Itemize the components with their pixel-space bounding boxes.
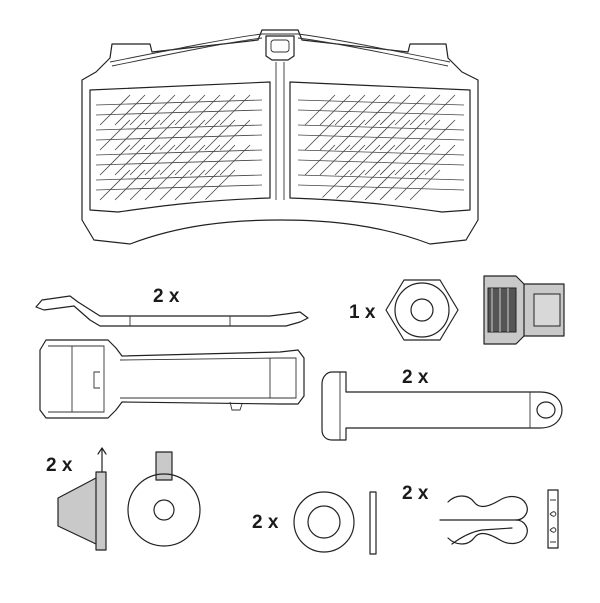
washer-quantity: 2 x	[252, 512, 279, 533]
brake-pad	[81, 29, 479, 245]
retaining-spring-side	[35, 295, 309, 327]
retaining-spring-top	[39, 339, 305, 419]
spring-clip	[439, 489, 559, 549]
nut-quantity: 1 x	[349, 302, 376, 323]
clip-quantity: 2 x	[402, 483, 429, 504]
protective-cap-front	[127, 451, 201, 547]
pin-quantity: 2 x	[402, 367, 429, 388]
clevis-pin	[321, 371, 563, 441]
hex-nut-side-view	[483, 275, 565, 345]
spring-quantity: 2 x	[153, 286, 180, 307]
washer	[293, 491, 377, 555]
hex-nut-end-view	[385, 279, 459, 341]
cap-quantity: 2 x	[46, 455, 73, 476]
protective-cap-side	[57, 447, 107, 551]
